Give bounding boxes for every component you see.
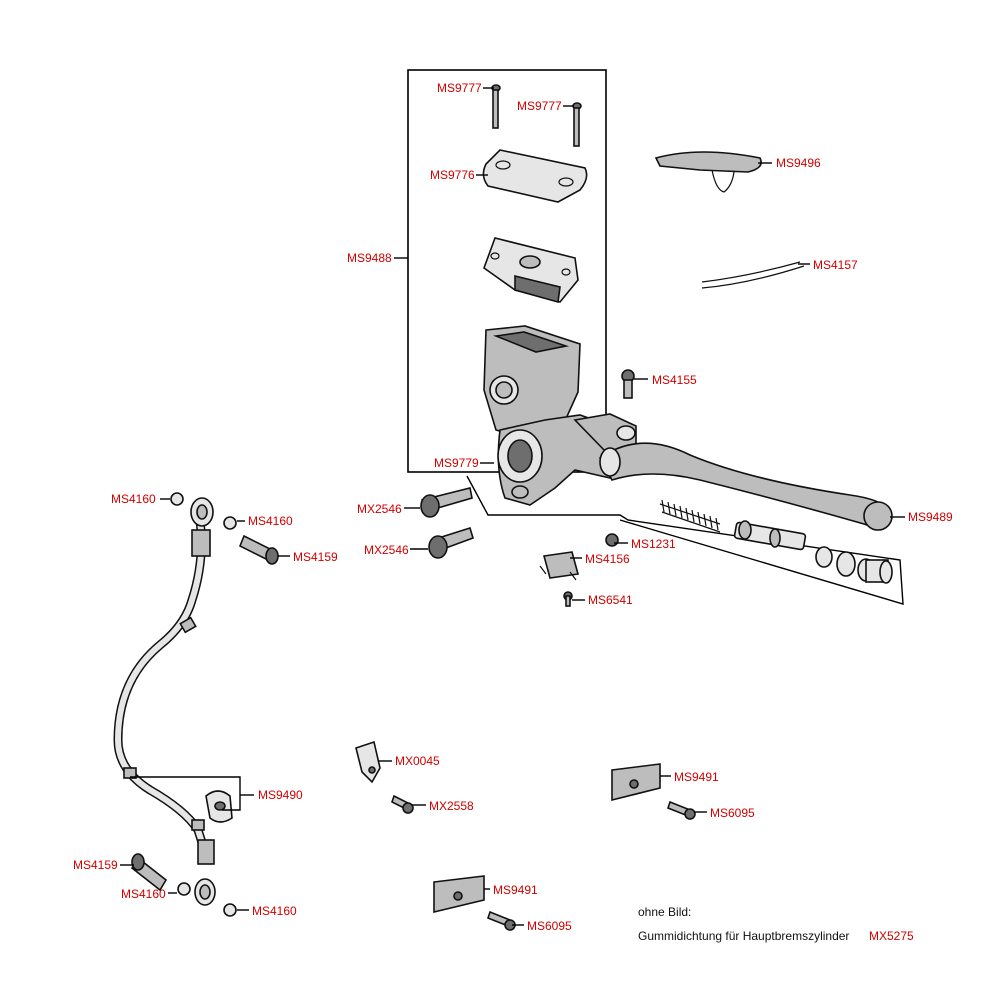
- label-ms4157: MS4157: [813, 258, 858, 272]
- screw-ms6541: [563, 591, 573, 607]
- label-ms9489: MS9489: [908, 510, 953, 524]
- seal-ring-a: [815, 546, 833, 568]
- label-ms9777-left: MS9777: [437, 81, 482, 95]
- seal-ring-b: [836, 551, 856, 577]
- label-ms1231: MS1231: [631, 537, 676, 551]
- bolt-mx2546-lower: [428, 526, 474, 559]
- label-ms4156: MS4156: [585, 552, 630, 566]
- piston: [733, 520, 807, 551]
- note-item: Gummidichtung für Hauptbremszylinder: [638, 929, 849, 943]
- label-ms9488: MS9488: [347, 251, 392, 265]
- hose-clamp-ms9490: [205, 790, 233, 823]
- label-ms4160-top-right: MS4160: [248, 514, 293, 528]
- label-mx2546-upper: MX2546: [357, 502, 402, 516]
- label-ms6095-lower: MS6095: [527, 919, 572, 933]
- note-code: MX5275: [869, 929, 914, 943]
- bolt-ms4155: [621, 369, 635, 399]
- screw-ms9777-left: [491, 84, 501, 129]
- switch-ms4156: [539, 551, 580, 581]
- piston-kit-group: [466, 475, 904, 605]
- label-ms9490: MS9490: [258, 788, 303, 802]
- washer-ms4160-top-right: [223, 516, 237, 530]
- leader-lines: [120, 87, 905, 926]
- nut-ms1231: [605, 533, 619, 547]
- washer-ms4160-top-left: [170, 492, 184, 506]
- label-ms4159-top: MS4159: [293, 550, 338, 564]
- label-ms9777-right: MS9777: [517, 99, 562, 113]
- label-ms4160-bottom-left: MS4160: [121, 887, 166, 901]
- label-ms9779: MS9779: [434, 456, 479, 470]
- banjo-bolt-ms4159-top: [238, 534, 279, 565]
- clamp-ms9491-upper: [611, 763, 661, 802]
- label-mx2546-lower: MX2546: [364, 543, 409, 557]
- screw-mx2558: [391, 794, 414, 814]
- washer-ms4160-bottom-left: [177, 882, 191, 896]
- label-ms9491-upper: MS9491: [674, 770, 719, 784]
- label-ms4160-top-left: MS4160: [111, 492, 156, 506]
- label-ms4155: MS4155: [652, 373, 697, 387]
- clamp-ms9491-lower: [433, 875, 485, 914]
- bolt-mx2546-upper: [420, 487, 473, 518]
- washer-ms4160-bottom-right: [223, 903, 237, 917]
- screw-ms6095-upper: [667, 800, 696, 820]
- screw-ms9777-right: [572, 102, 582, 147]
- reservoir-cover-ms9776: [482, 149, 588, 203]
- label-ms6095-upper: MS6095: [710, 806, 755, 820]
- label-ms9491-lower: MS9491: [493, 883, 538, 897]
- lever-cap-ms9496: [654, 151, 762, 193]
- master-cylinder-body-ms9779: [483, 325, 637, 506]
- banjo-bolt-ms4159-bottom: [130, 853, 168, 892]
- label-mx2558: MX2558: [429, 799, 474, 813]
- label-mx0045: MX0045: [395, 754, 440, 768]
- screw-ms6095-lower: [487, 910, 516, 931]
- return-spring: [659, 499, 721, 533]
- label-ms4160-bottom-right: MS4160: [252, 904, 297, 918]
- wire-ms4157: [701, 261, 805, 289]
- bracket-mx0045: [355, 740, 381, 784]
- diaphragm-plate: [483, 237, 579, 304]
- dust-boot: [857, 558, 893, 584]
- label-ms9776: MS9776: [430, 168, 475, 182]
- brake-lever-ms9489: [598, 442, 893, 531]
- brake-hose-ms9490: [113, 497, 216, 906]
- note-heading: ohne Bild:: [638, 905, 691, 919]
- label-ms4159-bottom: MS4159: [73, 858, 118, 872]
- label-ms6541: MS6541: [588, 593, 633, 607]
- label-ms9496: MS9496: [776, 156, 821, 170]
